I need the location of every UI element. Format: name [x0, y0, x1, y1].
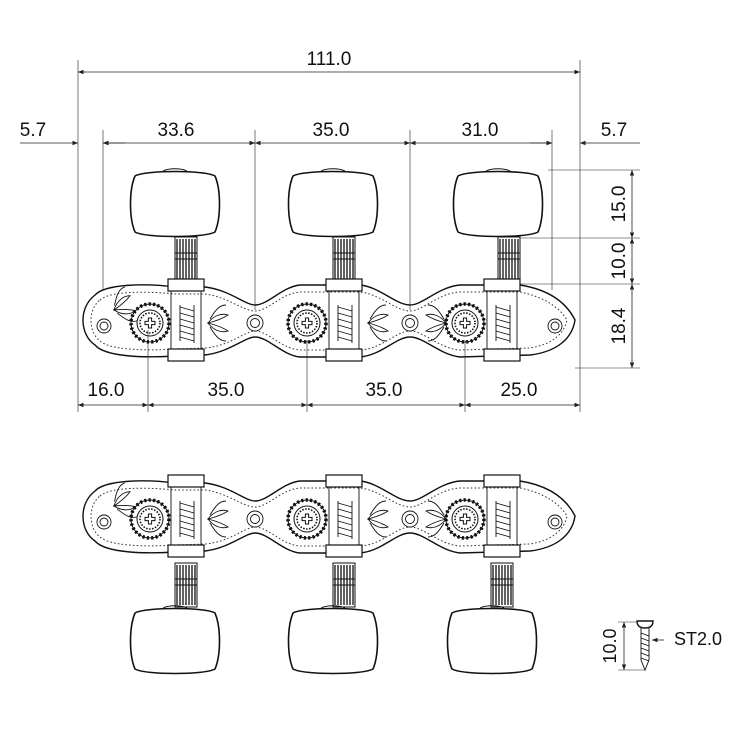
knob-bottom-2	[287, 604, 379, 675]
bottom-view	[82, 474, 576, 675]
dim-post-spacing-3: 31.0	[462, 120, 499, 141]
knob-bottom-3	[446, 604, 538, 675]
dim-left-margin: 5.7	[20, 120, 46, 141]
knob-bottom-1	[129, 604, 221, 675]
dim-post-spacing-1: 33.6	[158, 120, 195, 141]
tuner-plate-top	[82, 278, 576, 362]
knob-top-3	[452, 167, 544, 238]
shaft-bottom-2	[332, 562, 356, 608]
shaft-top-1	[174, 236, 198, 282]
knob-top-2	[287, 167, 379, 238]
mounting-screw: 10.0 ST2.0	[600, 620, 722, 672]
dim-right-margin: 5.7	[601, 120, 627, 141]
shaft-top-2	[332, 236, 356, 282]
dim-knob-height: 15.0	[609, 186, 630, 223]
dim-hole-spacing-2: 35.0	[366, 380, 403, 401]
shaft-top-3	[497, 236, 521, 282]
dim-shaft-height: 10.0	[609, 243, 630, 280]
dim-overall-width: 111.0	[307, 49, 352, 70]
dim-plate-height: 18.4	[609, 307, 630, 344]
knob-top-1	[129, 167, 221, 238]
top-view: 111.0 5.7 33.6 35.0 31.0 5.7 15.0 10.0 1…	[20, 49, 640, 412]
dim-post-spacing-2: 35.0	[313, 120, 350, 141]
screw-spec-label: ST2.0	[674, 629, 722, 649]
dim-screw-length: 10.0	[600, 628, 620, 663]
dim-hole-end: 25.0	[501, 380, 538, 401]
shaft-bottom-3	[490, 562, 514, 608]
dim-hole-offset: 16.0	[88, 380, 125, 401]
tuner-plate-bottom	[82, 474, 576, 558]
shaft-bottom-1	[174, 562, 198, 608]
dim-hole-spacing-1: 35.0	[208, 380, 245, 401]
